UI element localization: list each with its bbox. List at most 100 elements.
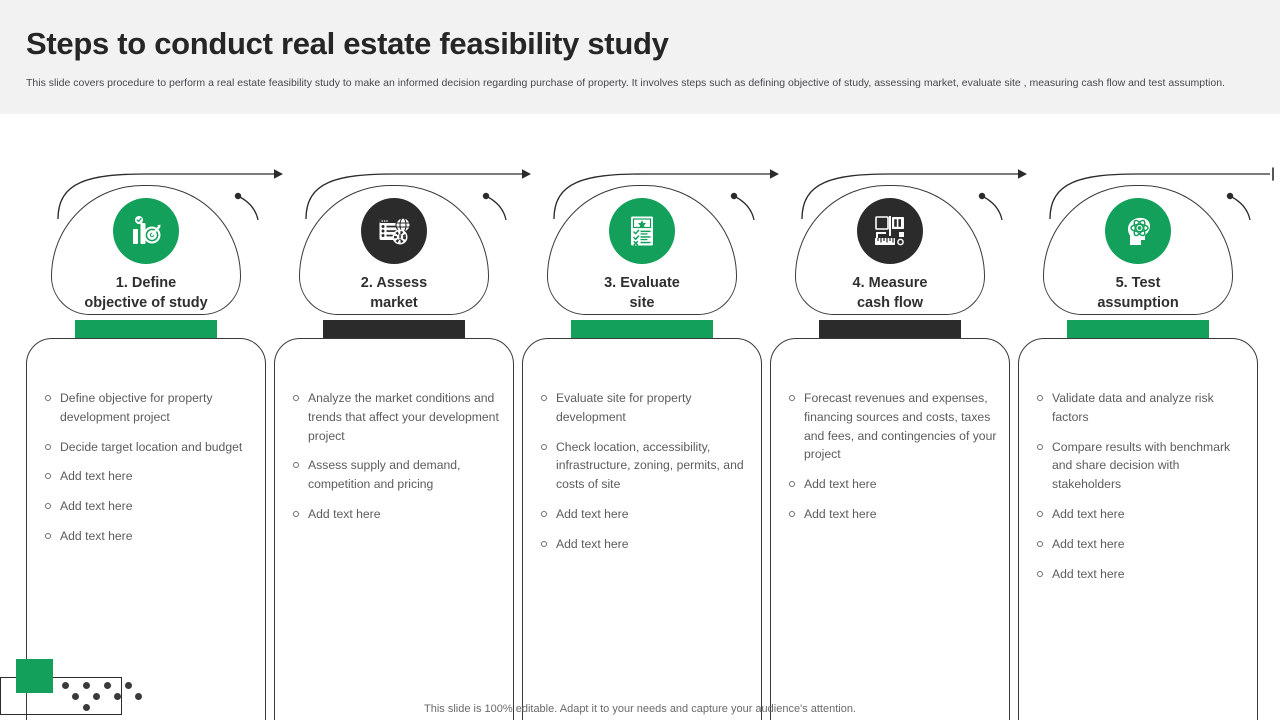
step-detail-card[interactable]: Define objective for property developmen… [26,338,266,720]
list-item[interactable]: Add text here [789,475,999,494]
bullet-text: Add text here [308,506,381,521]
step-header-card[interactable]: 5. Test assumption [1043,185,1233,315]
bullet-point-icon [293,510,299,517]
list-item[interactable]: Check location, accessibility, infrastru… [541,438,751,494]
step-header-card[interactable]: 2. Assess market [299,185,489,315]
list-item[interactable]: Add text here [541,505,751,524]
bullet-text: Add text here [60,499,133,514]
page-subtitle: This slide covers procedure to perform a… [26,77,1225,89]
list-item[interactable]: Add text here [1037,535,1247,554]
list-item[interactable]: Add text here [789,505,999,524]
bullet-point-icon [1037,510,1043,517]
list-item[interactable]: Add text here [541,535,751,554]
step-title: 5. Test assumption [1097,275,1179,311]
list-item[interactable]: Evaluate site for property development [541,389,751,427]
list-item[interactable]: Compare results with benchmark and share… [1037,438,1247,494]
step-detail-card[interactable]: Forecast revenues and expenses, financin… [770,338,1010,720]
bullet-point-icon [1037,540,1043,547]
list-item[interactable]: Forecast revenues and expenses, financin… [789,389,999,464]
decoration-dot [135,693,142,700]
bullet-point-icon [541,395,547,401]
bullet-point-icon [1037,443,1043,450]
bullet-point-icon [789,510,795,517]
step-title: 1. Define objective of study [84,275,208,311]
decoration-rectangle [0,677,122,715]
bullet-text: Validate data and analyze risk factors [1052,391,1214,424]
decoration-dot [62,682,69,689]
step-header-card[interactable]: 3. Evaluate site [547,185,737,315]
bullet-list: Forecast revenues and expenses, financin… [789,389,999,535]
flow-arrow-icon [766,160,1056,221]
bullet-text: Decide target location and budget [60,439,243,454]
bullet-text: Evaluate site for property development [556,391,692,424]
list-item[interactable]: Add text here [293,505,503,524]
bullet-point-icon [45,395,51,401]
decoration-dot [125,682,132,689]
decoration-dot [83,704,90,711]
list-item[interactable]: Add text here [1037,565,1247,584]
bullet-text: Add text here [804,506,877,521]
decoration-dot [93,693,100,700]
step-detail-card[interactable]: Analyze the market conditions and trends… [274,338,514,720]
decoration-square [16,659,53,693]
bullet-point-icon [45,503,51,510]
bullet-point-icon [1037,395,1043,401]
corner-decoration [0,655,160,720]
bullet-point-icon [45,473,51,480]
decoration-dot [104,682,111,689]
bullet-text: Assess supply and demand, competition an… [308,458,461,492]
bullet-text: Analyze the market conditions and trends… [308,391,499,443]
bullet-list: Analyze the market conditions and trends… [293,389,503,535]
bullet-text: Add text here [1052,506,1125,521]
bullet-text: Add text here [556,506,629,521]
checklist-star-icon [609,198,675,264]
list-item[interactable]: Add text here [45,467,255,486]
ruler-measure-icon [857,198,923,264]
decoration-dot [83,682,90,689]
list-item[interactable]: Add text here [45,527,255,546]
bullet-point-icon [293,462,299,469]
step-header-card[interactable]: 4. Measure cash flow [795,185,985,315]
bullet-text: Add text here [60,469,133,484]
list-item[interactable]: Validate data and analyze risk factors [1037,389,1247,427]
decoration-dot [114,693,121,700]
list-item[interactable]: Add text here [1037,505,1247,524]
bullet-text: Add text here [60,528,133,543]
footer-note: This slide is 100% editable. Adapt it to… [424,703,856,715]
bullet-point-icon [1037,570,1043,577]
step-title: 2. Assess market [360,275,428,311]
bullet-point-icon [541,510,547,517]
list-item[interactable]: Add text here [45,497,255,516]
step-title: 3. Evaluate site [604,275,680,311]
flow-end-marker [1014,160,1280,221]
bullet-text: Check location, accessibility, infrastru… [556,439,744,492]
page-title: Steps to conduct real estate feasibility… [26,26,669,61]
bullet-text: Add text here [804,477,877,492]
bullet-point-icon [293,395,299,401]
list-item[interactable]: Assess supply and demand, competition an… [293,456,503,494]
bullet-point-icon [541,540,547,547]
list-item[interactable]: Define objective for property developmen… [45,389,255,427]
bullet-point-icon [541,443,547,450]
bullet-list: Define objective for property developmen… [45,389,255,557]
step-header-card[interactable]: 1. Define objective of study [51,185,241,315]
brain-atom-icon [1105,198,1171,264]
bullet-text: Forecast revenues and expenses, financin… [804,391,997,462]
bullet-text: Define objective for property developmen… [60,391,213,424]
bar-chart-target-icon [113,198,179,264]
flow-arrow-icon [518,160,808,221]
list-item[interactable]: Analyze the market conditions and trends… [293,389,503,445]
bullet-point-icon [789,481,795,488]
list-item[interactable]: Decide target location and budget [45,438,255,457]
flow-arrow-icon [22,160,312,221]
bullet-text: Add text here [556,536,629,551]
decoration-dot [72,693,79,700]
